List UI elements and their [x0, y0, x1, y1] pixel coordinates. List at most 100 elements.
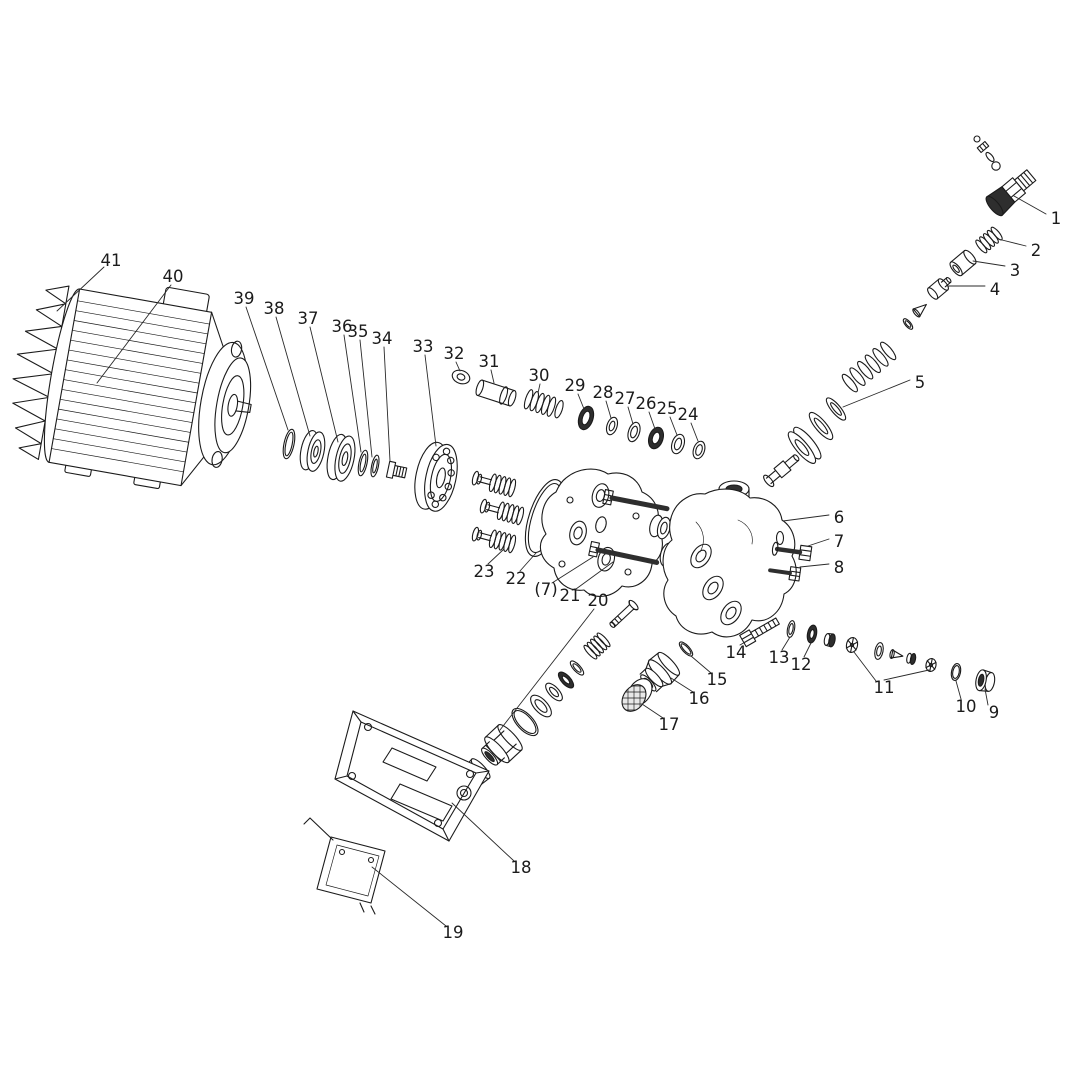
callout-28: 28	[593, 383, 614, 402]
valve-ring	[902, 318, 914, 330]
callout-21: 21	[560, 586, 581, 605]
callout-38: 38	[264, 299, 285, 318]
callout-12: 12	[791, 655, 812, 674]
callout-34: 34	[372, 329, 393, 348]
callout-26: 26	[636, 394, 657, 413]
part-7-head-bolt	[588, 540, 660, 565]
callout-4: 4	[990, 280, 1001, 299]
valve-cone	[912, 303, 927, 318]
chain-washer	[530, 694, 552, 718]
callout-39: 39	[234, 289, 255, 308]
callouts: 1 2 3 4 5 6 7 8 9 10 11 12 13 14 15 16 1…	[101, 209, 1062, 942]
chain-spring	[583, 632, 611, 660]
part-33-wobble-plate	[414, 441, 458, 512]
callout-25: 25	[657, 399, 678, 418]
callout-23: 23	[474, 562, 495, 581]
callout-41: 41	[101, 251, 122, 270]
part-21-head-casting	[539, 468, 663, 597]
part-11-retainer	[845, 637, 859, 653]
callout-7: 7	[834, 532, 845, 551]
callout-5: 5	[915, 373, 926, 392]
part-30-spring	[523, 389, 564, 419]
part-40-41-motor-assembly	[12, 285, 252, 490]
part-6-manifold	[662, 480, 813, 638]
callout-30: 30	[529, 366, 550, 385]
callout-16: 16	[689, 689, 710, 708]
part-8-manifold-bolt	[768, 566, 802, 582]
callout-29: 29	[565, 376, 586, 395]
part-20-pin	[609, 599, 639, 628]
parts-15-to-17-outlet-tube	[617, 641, 694, 716]
part-28-washer	[605, 416, 619, 436]
leader-lines	[56, 195, 1047, 927]
chain-hex-plug	[481, 724, 523, 766]
part-15-o-ring	[678, 641, 694, 657]
callout-15: 15	[707, 670, 728, 689]
part-26-seal	[647, 426, 665, 450]
chain-washer	[545, 682, 563, 702]
part-7-manifold-bolt	[771, 541, 813, 562]
chain-o-ring	[511, 707, 539, 737]
part-19-micro-switch	[303, 817, 386, 915]
part-29-seal	[577, 405, 595, 431]
part-9-cap	[975, 669, 996, 692]
part-31-rod	[475, 379, 517, 407]
callout-11: 11	[874, 678, 895, 697]
valve-plug	[906, 652, 917, 665]
chain-washer	[569, 660, 585, 676]
callout-13: 13	[769, 648, 790, 667]
part-20-suction-chain	[445, 599, 639, 802]
part-11-retainer	[925, 657, 937, 673]
callout-2: 2	[1031, 241, 1042, 260]
part-7-head-bolt	[602, 489, 670, 512]
part-38-bearing	[299, 429, 326, 472]
valve-plug	[823, 632, 836, 648]
callout-14: 14	[726, 643, 747, 662]
callout-18: 18	[511, 858, 532, 877]
part-1-outlet-fitting	[985, 169, 1037, 217]
callout-9: 9	[989, 703, 1000, 722]
callout-27: 27	[615, 389, 636, 408]
part-23-piston-spring	[479, 498, 525, 526]
callout-37: 37	[298, 309, 319, 328]
parts-21-to-23-pump-head	[471, 468, 685, 597]
chain-seal	[557, 671, 575, 689]
part-4-piston	[927, 276, 952, 300]
part-18-mounting-plate	[334, 710, 490, 842]
parts-1-to-5-valve-chain	[763, 135, 1037, 488]
callout-35: 35	[348, 322, 369, 341]
callout-40: 40	[163, 267, 184, 286]
callout-32: 32	[444, 344, 465, 363]
part-27-washer	[627, 421, 641, 443]
part-32-plate	[451, 369, 471, 385]
part-23-piston-spring	[471, 526, 517, 554]
callout-19: 19	[443, 923, 464, 942]
callout-17: 17	[659, 715, 680, 734]
callout-22: 22	[506, 569, 527, 588]
part-34-bolt	[385, 460, 408, 479]
part-23-piston-spring	[471, 470, 517, 498]
callout-20: 20	[588, 591, 609, 610]
callout-33: 33	[413, 337, 434, 356]
part-12-seal	[806, 624, 818, 644]
callout-31: 31	[479, 352, 500, 371]
part-24-ring	[692, 440, 706, 460]
callout-6: 6	[834, 508, 845, 527]
part-10-o-ring	[950, 663, 962, 681]
callout-24: 24	[678, 405, 699, 424]
parts-24-to-32-seal-row	[451, 369, 706, 460]
part-3-seat	[949, 249, 977, 277]
part-37-bearing	[326, 433, 356, 482]
part-5-valve-assembly	[763, 341, 897, 488]
head-sleeve	[649, 514, 671, 540]
callout-10: 10	[956, 697, 977, 716]
part-2-spring	[975, 226, 1003, 254]
callout-36: 36	[332, 317, 353, 336]
callout-1: 1	[1051, 209, 1062, 228]
part-36-washer	[357, 449, 369, 477]
valve-ring	[874, 642, 884, 660]
parts-9-to-14-check-valve-chain	[739, 617, 996, 692]
parts-34-to-39-bearing-stack	[282, 428, 408, 482]
